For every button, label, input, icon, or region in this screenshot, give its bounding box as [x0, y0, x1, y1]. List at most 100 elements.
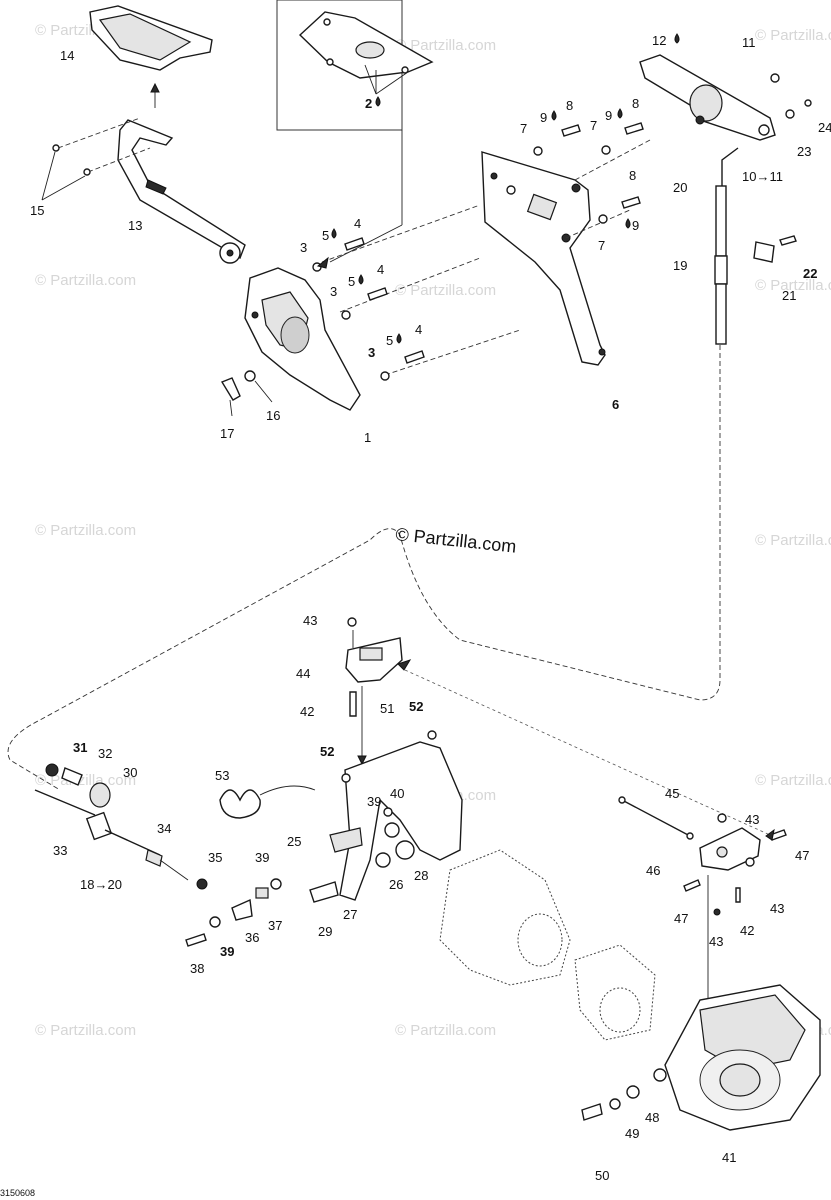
label-part-43: 43 — [770, 901, 784, 916]
label-part-24: 24 — [818, 120, 831, 135]
label-part-2: 2 — [365, 96, 372, 111]
label-part-13: 13 — [128, 218, 142, 233]
drop-icon — [674, 33, 680, 44]
part-45-rod[interactable] — [404, 669, 771, 840]
part-12-lever-assembly[interactable] — [639, 54, 812, 141]
watermark-text: © Partzilla.com — [755, 772, 831, 789]
label-part-47: 47 — [795, 848, 809, 863]
label-part-22: 22 — [803, 266, 817, 281]
drop-icon — [617, 108, 623, 119]
label-part-15: 15 — [30, 203, 44, 218]
drop-icon — [375, 96, 381, 107]
label-part-30: 30 — [123, 765, 137, 780]
label-part-5: 5 — [386, 333, 393, 348]
watermark-text: © Partzilla.com — [755, 27, 831, 44]
label-part-3: 3 — [368, 345, 375, 360]
label-part-25: 25 — [287, 834, 301, 849]
label-part-16: 16 — [266, 408, 280, 423]
label-part-1: 1 — [364, 430, 371, 445]
label-part-49: 49 — [625, 1126, 639, 1141]
label-part-50: 50 — [595, 1168, 609, 1183]
part-21-22-bracket[interactable] — [753, 235, 797, 263]
label-part-7: 7 — [520, 121, 527, 136]
jet-pump-housing — [439, 849, 656, 1041]
label-part-9: 9 — [632, 218, 639, 233]
part-20-rod[interactable] — [714, 147, 739, 345]
label-part-44: 44 — [296, 666, 310, 681]
label-part-27: 27 — [343, 907, 357, 922]
label-part-18: 18→20 — [80, 877, 122, 892]
part-53-spring[interactable] — [219, 785, 316, 819]
label-part-12: 12 — [652, 33, 666, 48]
part-14-cover[interactable] — [89, 5, 213, 108]
label-part-43: 43 — [303, 613, 317, 628]
watermark-text: © Partzilla.com — [35, 1022, 136, 1039]
label-part-23: 23 — [797, 144, 811, 159]
drop-icon — [396, 333, 402, 344]
watermark-text: © Partzilla.com — [755, 277, 831, 294]
watermark-text: © Partzilla.com — [755, 532, 831, 549]
label-part-32: 32 — [98, 746, 112, 761]
label-part-4: 4 — [354, 216, 361, 231]
label-part-3: 3 — [300, 240, 307, 255]
watermark-text: © Partzilla.com — [35, 272, 136, 289]
label-part-39: 39 — [220, 944, 234, 959]
part-13-lever[interactable] — [117, 119, 246, 264]
watermark-text: © Partzilla.com — [35, 772, 136, 789]
watermark-text: © Partzilla.com — [395, 1022, 496, 1039]
label-part-33: 33 — [53, 843, 67, 858]
part-16-17-bolt-washer[interactable] — [220, 370, 273, 417]
part-33-cable[interactable] — [34, 763, 189, 881]
drawing-code: 3150608 — [0, 1188, 35, 1198]
drop-icons — [331, 33, 680, 344]
drop-icon — [625, 218, 631, 229]
label-part-45: 45 — [665, 786, 679, 801]
label-part-41: 41 — [722, 1150, 736, 1165]
part-15-rivets[interactable] — [41, 117, 151, 201]
label-part-42: 42 — [740, 923, 754, 938]
label-part-8: 8 — [566, 98, 573, 113]
part-2-housing[interactable] — [298, 11, 434, 95]
label-part-7: 7 — [590, 118, 597, 133]
label-part-11: 11 — [742, 35, 756, 50]
label-part-8: 8 — [632, 96, 639, 111]
label-part-19: 19 — [673, 258, 687, 273]
watermark-text: © Partzilla.com — [35, 522, 136, 539]
label-part-52: 52 — [320, 744, 334, 759]
label-part-43: 43 — [745, 812, 759, 827]
label-part-53: 53 — [215, 768, 229, 783]
label-part-39: 39 — [367, 794, 381, 809]
drop-icon — [331, 228, 337, 239]
screws-group-plate[interactable] — [533, 122, 644, 224]
parts-35-39-fasteners[interactable] — [185, 878, 339, 947]
label-part-46: 46 — [646, 863, 660, 878]
label-part-39: 39 — [255, 850, 269, 865]
label-part-7: 7 — [598, 238, 605, 253]
label-part-36: 36 — [245, 930, 259, 945]
label-part-52: 52 — [409, 699, 423, 714]
label-part-4: 4 — [377, 262, 384, 277]
label-part-21: 21 — [782, 288, 796, 303]
part-25-pedal-bracket[interactable] — [329, 730, 463, 901]
arrow-icon — [316, 256, 329, 269]
part-41-nozzle[interactable] — [581, 984, 821, 1131]
label-part-9: 9 — [605, 108, 612, 123]
watermark-text: © Partzilla.com — [395, 37, 496, 54]
label-part-5: 5 — [348, 274, 355, 289]
label-part-4: 4 — [415, 322, 422, 337]
part-1-bracket[interactable] — [244, 267, 361, 411]
label-part-8: 8 — [629, 168, 636, 183]
arrow-icon — [397, 659, 412, 671]
label-part-6: 6 — [612, 397, 619, 412]
label-part-35: 35 — [208, 850, 222, 865]
label-part-20: 20 — [673, 180, 687, 195]
part-6-plate[interactable] — [481, 139, 651, 366]
copyright-text: © Partzilla.com — [395, 524, 518, 557]
label-part-17: 17 — [220, 426, 234, 441]
label-part-9: 9 — [540, 110, 547, 125]
label-part-51: 51 — [380, 701, 394, 716]
part-44-bracket[interactable] — [345, 617, 403, 766]
label-part-28: 28 — [414, 868, 428, 883]
